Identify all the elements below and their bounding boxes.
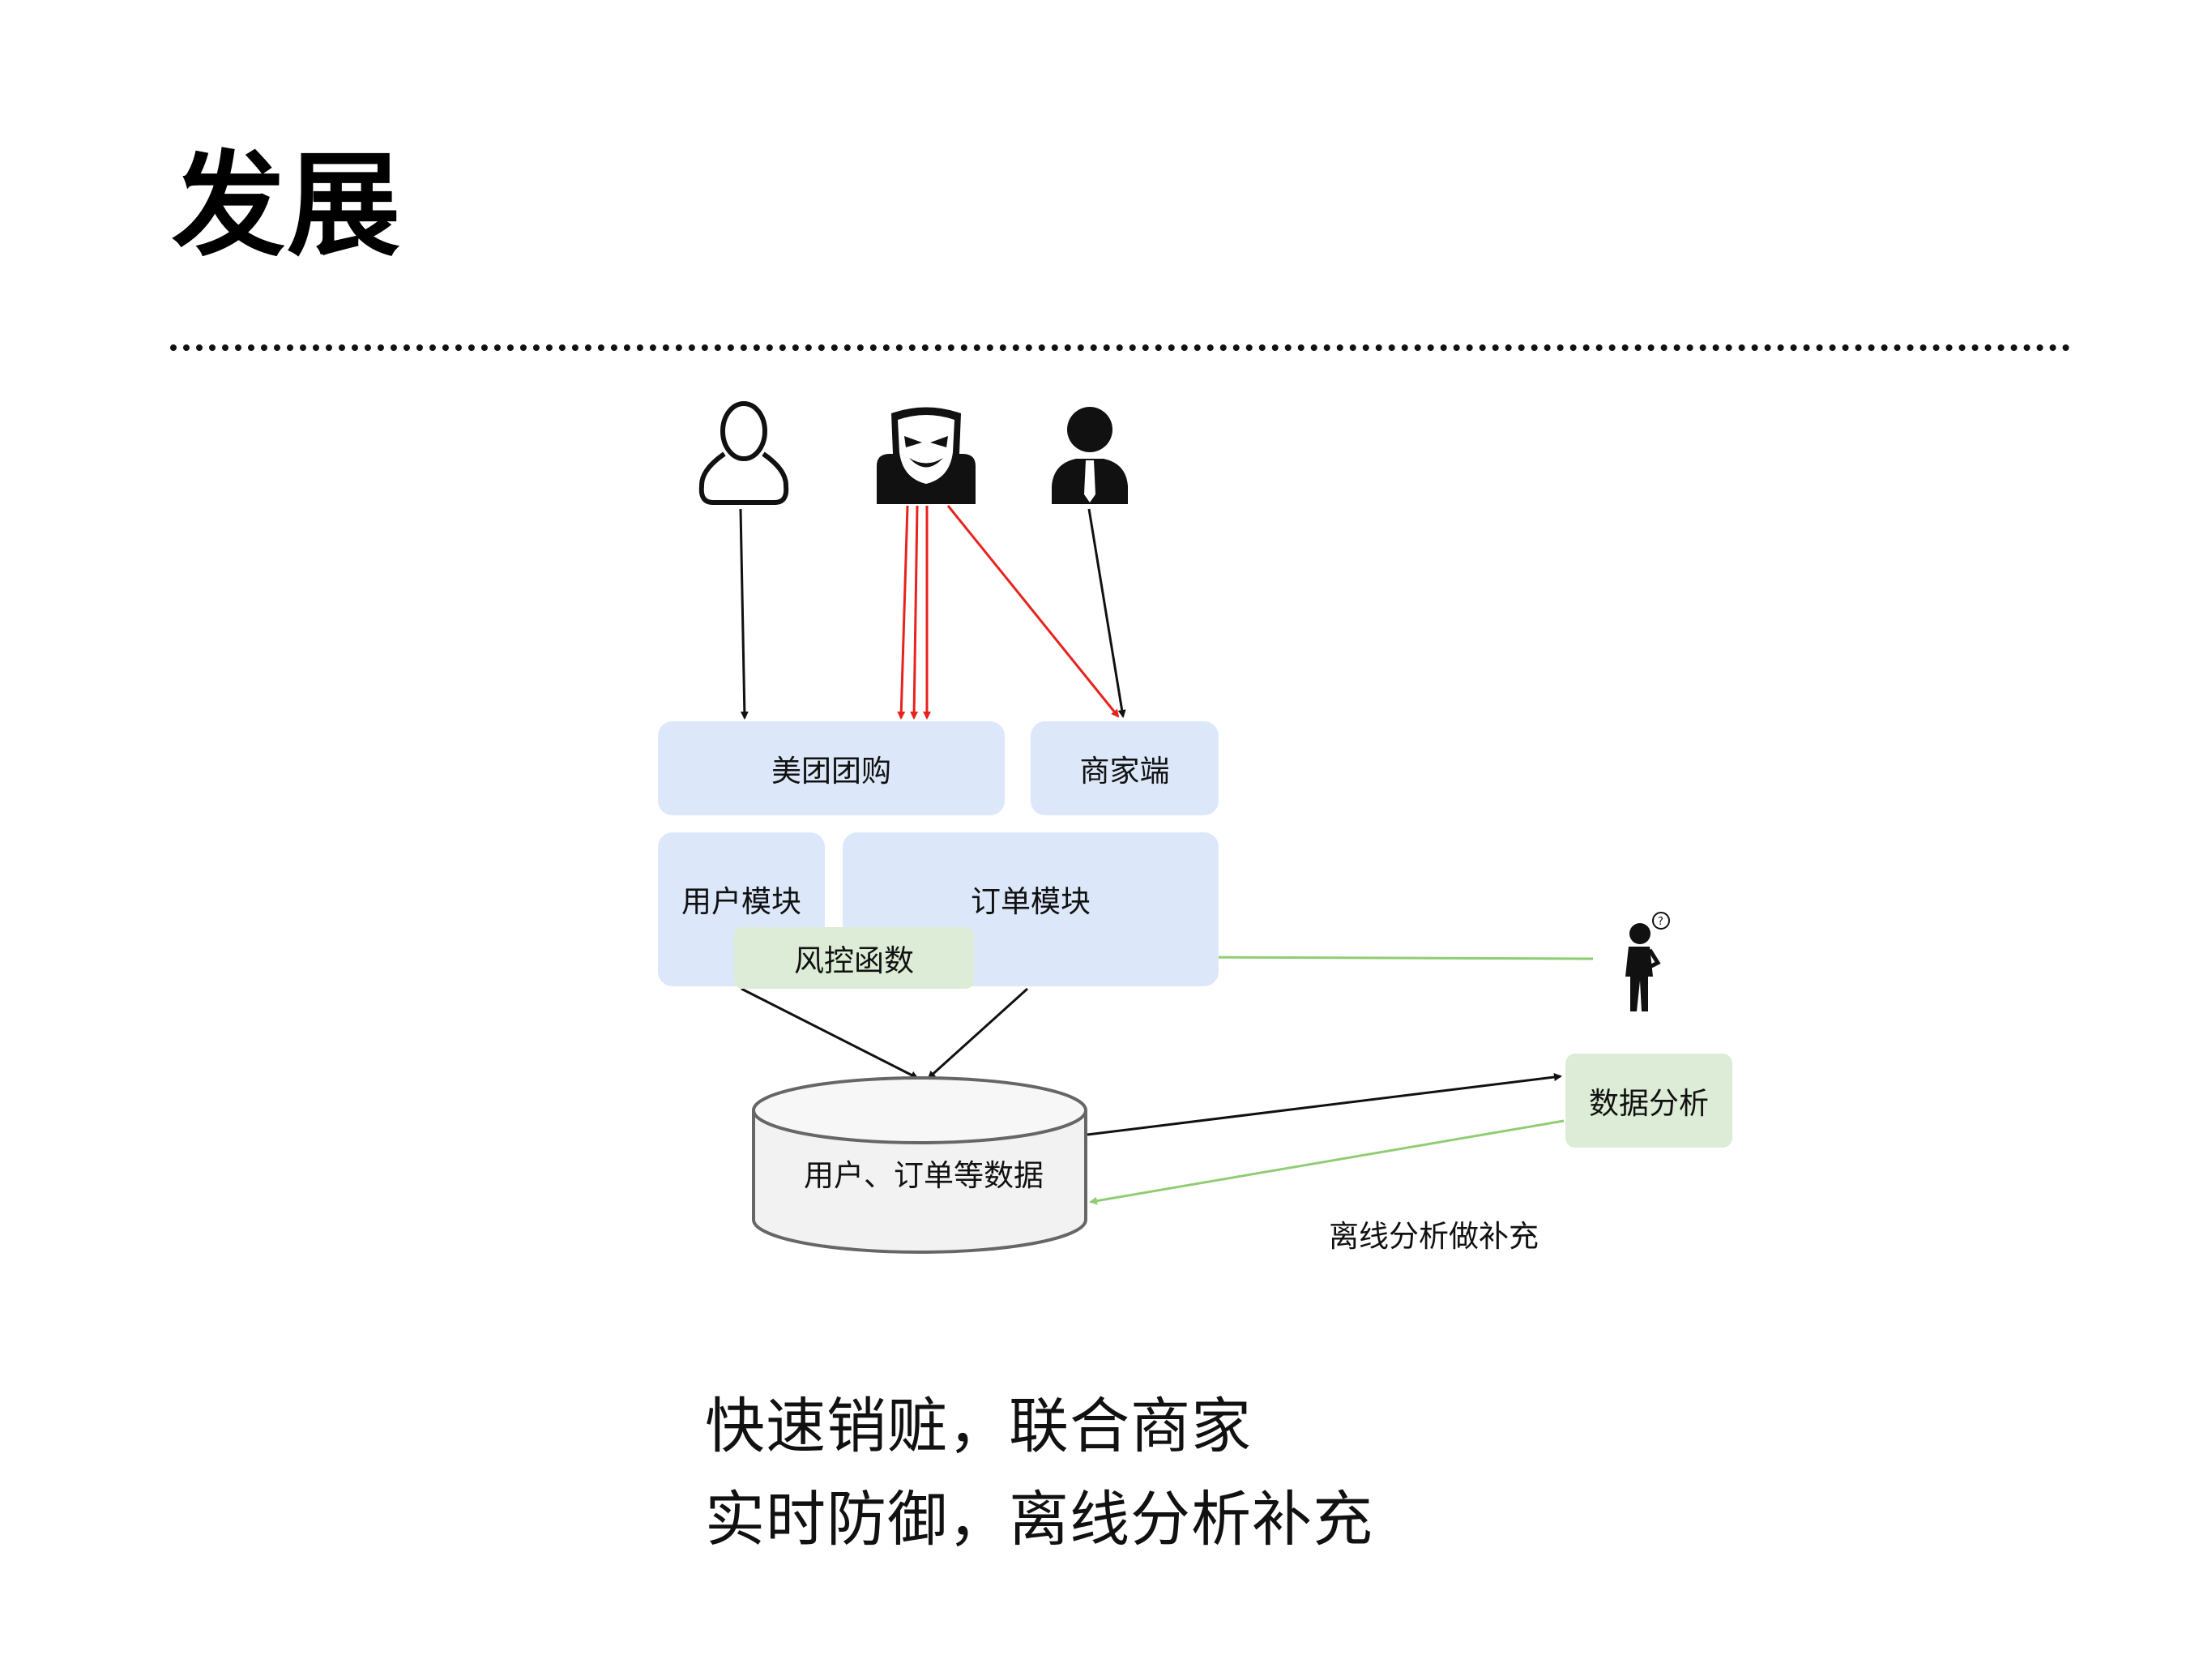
thinking-person-icon: ? xyxy=(1625,912,1670,1011)
box-merchant: 商家端 xyxy=(1031,721,1219,815)
database-cylinder xyxy=(752,1076,1087,1254)
page-title: 发展 xyxy=(172,140,403,272)
arrow-order-module-to-db xyxy=(927,987,1029,1080)
summary-line-1: 快速销赃，联合商家 xyxy=(705,1392,1252,1461)
svg-text:?: ? xyxy=(1658,916,1663,928)
arrow-attacker-to-group-buy-2 xyxy=(910,505,919,720)
businessman-icon xyxy=(1052,407,1128,504)
box-data-analysis: 数据分析 xyxy=(1565,1054,1732,1148)
user-outline-icon xyxy=(698,401,789,505)
title-divider xyxy=(170,344,2070,351)
arrow-user-module-to-db xyxy=(741,987,919,1080)
arrow-analysis-to-db xyxy=(1089,1119,1565,1205)
arrow-attacker-to-group-buy-1 xyxy=(897,505,909,720)
arrow-attacker-to-merchant xyxy=(946,505,1120,718)
summary-line-2: 实时防御，离线分析补充 xyxy=(705,1485,1373,1554)
masked-attacker-icon xyxy=(877,407,976,504)
box-group-buy: 美团团购 xyxy=(658,721,1005,815)
box-risk-function: 风控函数 xyxy=(734,927,974,989)
arrow-user-to-group-buy xyxy=(739,508,749,720)
database-label: 用户、订单等数据 xyxy=(804,1158,1044,1193)
offline-analysis-label: 离线分析做补充 xyxy=(1329,1219,1539,1254)
arrow-merchant-to-merchant-side xyxy=(1087,508,1126,718)
arrow-db-to-analysis xyxy=(1087,1073,1562,1136)
